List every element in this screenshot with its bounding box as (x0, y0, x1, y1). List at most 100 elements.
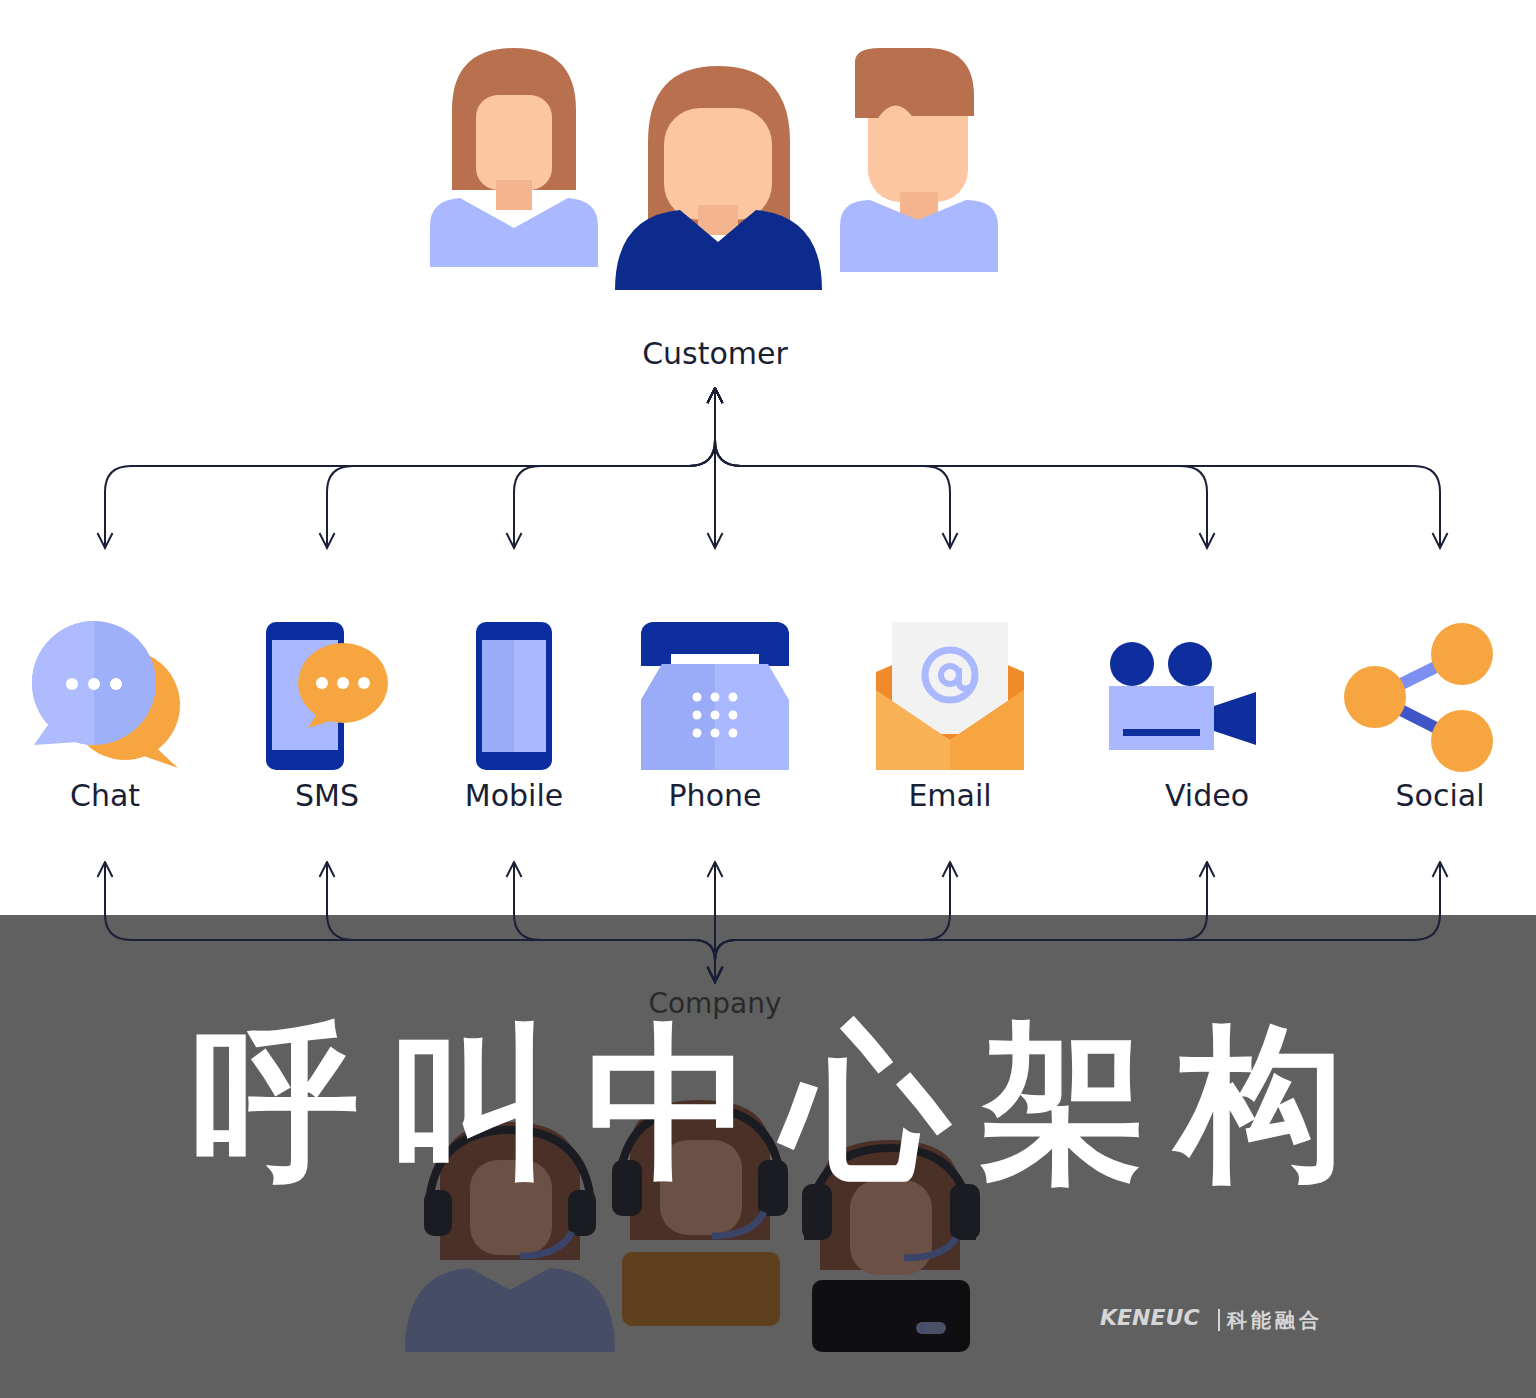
video-icon-part (1123, 729, 1200, 736)
connector (105, 862, 715, 982)
node-label: Video (1165, 778, 1249, 862)
sms-icon-part (316, 677, 328, 689)
phone-icon-part-part (693, 729, 702, 738)
video-icon-part (1109, 686, 1214, 750)
customer-woman-left-part (430, 198, 598, 267)
node-label: Chat (70, 778, 140, 862)
connector (514, 388, 715, 548)
connector (514, 862, 715, 982)
agents-part-part (405, 1268, 615, 1352)
phone-icon-part-part (729, 693, 738, 702)
video-icon-part (1214, 692, 1256, 745)
phone-icon-part (693, 693, 738, 738)
email-icon-part (950, 690, 1024, 770)
social-icon-part (1431, 710, 1493, 772)
phone-icon-part-part (729, 729, 738, 738)
customer-woman-center (615, 66, 822, 290)
mobile-icon (476, 622, 552, 770)
connector (327, 388, 715, 548)
agents-part-part (850, 1180, 932, 1275)
sms-icon-part (337, 677, 349, 689)
channel-node: Phone (625, 548, 805, 862)
connector (105, 388, 715, 548)
agents-part-part (520, 1232, 572, 1256)
agents-part-part (568, 1190, 596, 1236)
chat-icon-part (32, 621, 156, 745)
chat-icon-part (138, 742, 178, 768)
channel-node: Social (1350, 548, 1530, 862)
mobile-icon-part (482, 640, 546, 752)
connector (715, 388, 950, 548)
email-icon (876, 622, 1024, 770)
title-text: 呼叫中心架构 (0, 1020, 1536, 1187)
chat-icon-part (110, 678, 122, 690)
customer-woman-center-part (615, 210, 822, 290)
agents-part-part (424, 1190, 452, 1236)
channel-node: Chat (15, 548, 195, 862)
agents-part-part (622, 1252, 780, 1326)
customer-woman-left-part (452, 48, 576, 190)
customer-man-right (840, 48, 998, 272)
phone-icon-part-part (693, 693, 702, 702)
chat-icon (32, 621, 180, 768)
connector (715, 862, 1207, 982)
video-icon-part (1110, 642, 1154, 686)
node-label: Email (908, 778, 991, 862)
phone-icon-part-part (711, 693, 720, 702)
channel-node: SMS (237, 548, 417, 862)
node-label: Customer (642, 336, 788, 371)
phone-icon (641, 622, 789, 770)
sms-icon-part (298, 643, 388, 723)
channel-node: Email (860, 548, 1040, 862)
phone-icon-part-part (729, 711, 738, 720)
video-icon-part (1168, 642, 1212, 686)
node-label: SMS (295, 778, 359, 862)
social-icon-part (1431, 623, 1493, 685)
sms-icon-part (308, 712, 336, 728)
node-label: Phone (669, 778, 762, 862)
company-node: Company (600, 982, 830, 1024)
sms-icon (266, 622, 388, 770)
connector (715, 862, 950, 982)
customer-woman-left-part (496, 180, 532, 210)
connector (715, 862, 1440, 982)
phone-icon-part (641, 664, 715, 770)
customer-woman-left-part (476, 95, 552, 190)
email-icon-part (959, 668, 972, 689)
phone-icon-part (759, 640, 789, 666)
customer-woman-center-part (664, 108, 772, 220)
watermark-divider (1218, 1309, 1220, 1331)
connector (715, 388, 1207, 548)
phone-icon-part-part (693, 711, 702, 720)
chat-icon-part (34, 722, 78, 745)
gray-band (0, 915, 1536, 1398)
agents-part-part (916, 1322, 946, 1334)
customer-woman-left (430, 48, 598, 267)
watermark: 科能融合 (1227, 1307, 1323, 1334)
sms-icon-part (358, 677, 370, 689)
customer-man-right-part (840, 200, 998, 272)
email-icon-part (925, 650, 975, 700)
customer-node: Customer (560, 318, 870, 388)
channel-node: Mobile (424, 548, 604, 862)
node-label: Mobile (465, 778, 563, 862)
video-icon (1109, 642, 1256, 750)
phone-icon-part-part (711, 711, 720, 720)
customer-man-right-part (855, 48, 974, 118)
agents-part-part (812, 1280, 970, 1352)
chat-icon-part (88, 678, 100, 690)
chat-icon-part (32, 621, 94, 745)
agents-part-part (712, 1212, 764, 1236)
agents-part-part (904, 1238, 956, 1258)
node-label: Company (648, 987, 781, 1020)
phone-icon-part (641, 640, 671, 666)
mobile-icon-part (482, 640, 514, 752)
connector (327, 862, 715, 982)
channel-node: Video (1117, 548, 1297, 862)
phone-icon-part-part (711, 729, 720, 738)
node-label: Social (1396, 778, 1485, 862)
watermark: KENEUC (1100, 1305, 1200, 1330)
